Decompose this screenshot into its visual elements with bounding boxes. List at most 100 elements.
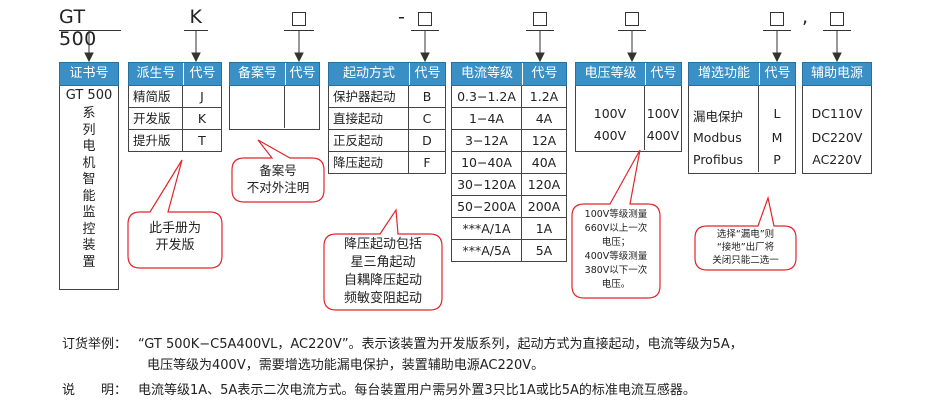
- table-cell-code: 12A: [522, 130, 566, 152]
- cert-description-char: 能: [82, 188, 96, 204]
- callout-line: 降压起动包括: [343, 237, 422, 252]
- feature-name: 漏电保护: [693, 109, 744, 124]
- header-start: 起动方式 代号: [328, 62, 446, 86]
- callout-line: 不对外注明: [246, 180, 310, 195]
- connector-arrows: [84, 30, 842, 63]
- header-current: 电流等级 代号: [451, 62, 567, 86]
- header-aux-label: 辅助电源: [810, 66, 863, 81]
- table-cell-name: 10−40A: [452, 152, 522, 174]
- aux-value: AC220V: [812, 152, 862, 167]
- aux-value: DC220V: [811, 130, 863, 145]
- table-cell-name: 降压起动: [329, 152, 409, 174]
- table-cell-code: D: [409, 130, 445, 152]
- header-aux: 辅助电源: [802, 62, 872, 86]
- header-record-name: 备案号: [237, 66, 277, 81]
- cert-description-char: 电: [82, 139, 96, 154]
- cert-description-char: 控: [82, 221, 96, 237]
- table-cell-name: 提升版: [129, 130, 183, 152]
- cert-description-char: 智: [82, 172, 96, 187]
- callout-start: 降压起动包括星三角起动自耦降压起动频敏变阻起动: [324, 236, 442, 308]
- feature-code: L: [773, 106, 781, 121]
- header-voltage-name: 电压等级: [584, 66, 637, 81]
- table-cell-name: 开发版: [129, 108, 183, 130]
- header-derivative-code: 代号: [189, 66, 216, 81]
- feature-name: Profibus: [693, 152, 744, 167]
- table-cell-code: J: [183, 86, 221, 108]
- voltage-code: 400V: [646, 128, 680, 143]
- callout-line: 自耦降压起动: [343, 273, 422, 288]
- callout-record: 备案号不对外注明: [232, 162, 324, 196]
- feature-code: P: [773, 152, 781, 167]
- callout-line: 400V等级测量: [584, 251, 648, 262]
- record-table: [229, 86, 320, 130]
- cert-description-char: 列: [82, 122, 96, 138]
- cert-description-char: 系: [82, 106, 96, 121]
- table-cell-name: 3−12A: [452, 130, 522, 152]
- feature-code: M: [771, 130, 783, 145]
- header-feature-code: 代号: [764, 66, 791, 81]
- table-cell-code: 4A: [522, 108, 566, 130]
- model-prefix: GT 500: [59, 6, 121, 50]
- feature-name: Modbus: [693, 130, 742, 145]
- table-cell-code: 200A: [522, 196, 566, 218]
- callout-line: 关闭只能二选一: [712, 255, 779, 266]
- table-cell-code: 40A: [522, 152, 566, 174]
- order-example-label: 订货举例：: [62, 337, 128, 352]
- callout-line: 选择“漏电”则: [716, 229, 775, 240]
- callout-line: 频敏变阻起动: [343, 291, 422, 306]
- header-derivative-name: 派生号: [136, 66, 176, 81]
- table-cell-name: 0.3−1.2A: [452, 86, 522, 108]
- callout-line: 星三角起动: [350, 255, 416, 270]
- table-cell-name: 精简版: [129, 86, 183, 108]
- header-voltage: 电压等级 代号: [575, 62, 682, 86]
- cert-description-char: 监: [82, 205, 96, 220]
- feature-table: 漏电保护 L Modbus M Profibus P: [688, 86, 796, 174]
- cert-description: 系列电机智能监控装置: [60, 106, 118, 271]
- header-derivative: 派生号 代号: [128, 62, 222, 86]
- table-cell-name: 1−4A: [452, 108, 522, 130]
- header-record: 备案号 代号: [229, 62, 320, 86]
- header-start-name: 起动方式: [342, 66, 395, 81]
- table-cell-code: C: [409, 108, 445, 130]
- header-current-code: 代号: [531, 66, 558, 81]
- cert-column: GT 500 系列电机智能监控装置: [59, 86, 119, 290]
- voltage-code: 100V: [646, 106, 680, 121]
- header-current-name: 电流等级: [460, 66, 513, 81]
- table-cell-name: 直接起动: [329, 108, 409, 130]
- callout-line: 备案号: [259, 163, 297, 178]
- table-cell-code: T: [183, 130, 221, 152]
- header-feature: 增选功能 代号: [688, 62, 796, 86]
- cert-description-char: 装: [82, 238, 96, 253]
- header-start-code: 代号: [414, 66, 441, 81]
- header-voltage-code: 代号: [650, 66, 677, 81]
- table-cell-code: 1A: [522, 218, 566, 240]
- cert-value: GT 500: [65, 88, 113, 103]
- order-example-line2: 电压等级为400V，需要增选功能漏电保护，装置辅助电源AC220V。: [147, 358, 545, 373]
- code-placeholder-record: [292, 12, 306, 26]
- table-cell-name: ***A/5A: [452, 240, 522, 262]
- table-cell-code: K: [183, 108, 221, 130]
- callout-line: 100V等级测量: [584, 209, 648, 220]
- table-cell-code: 1.2A: [522, 86, 566, 108]
- order-example-line1: “GT 500K−C5A400VL，AC220V”。表示该装置为开发版系列，起动…: [138, 337, 743, 352]
- aux-table: DC110V DC220V AC220V: [802, 86, 872, 174]
- callout-line: 此手册为: [148, 221, 201, 236]
- cert-description-char: 置: [82, 254, 96, 270]
- table-cell-name: 30−120A: [452, 174, 522, 196]
- code-placeholder-current: [533, 12, 547, 26]
- callout-line: 开发版: [155, 238, 195, 253]
- code-comma: ,: [802, 6, 809, 28]
- callout-line: 电压。: [601, 279, 631, 290]
- description-label: 说 明：: [62, 383, 128, 398]
- callout-line: 660V以上一次: [584, 223, 648, 234]
- callout-line: “接地”出厂将: [716, 242, 775, 253]
- table-cell-name: 保护器起动: [329, 86, 409, 108]
- callout-line: 电压；: [601, 237, 631, 248]
- code-placeholder-feature: [770, 12, 784, 26]
- aux-value: DC110V: [811, 106, 863, 121]
- voltage-table: 100V 100V 400V 400V: [575, 86, 682, 152]
